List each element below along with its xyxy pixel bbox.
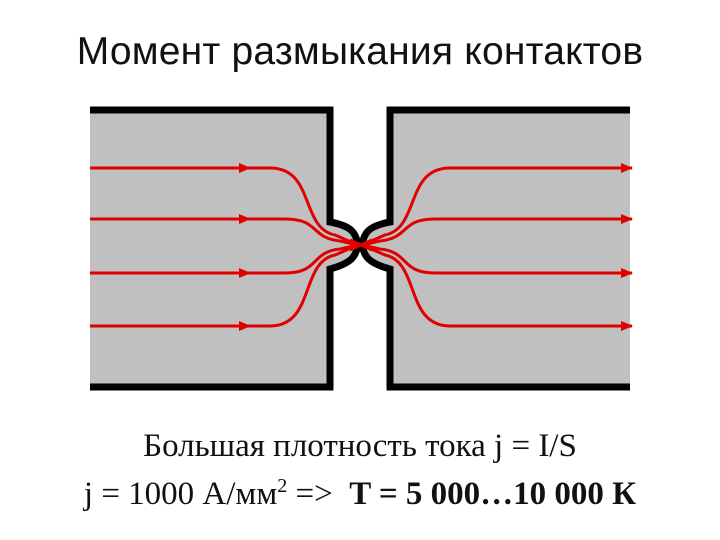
- caption-implies: =>: [287, 476, 341, 512]
- caption-temperature-value: T = 5 000…10 000 К: [349, 476, 637, 512]
- current-line-right-2: [361, 214, 633, 247]
- current-line-right-3: [361, 243, 633, 278]
- caption-exponent: 2: [277, 475, 288, 497]
- caption-temperature: j = 1000 А/мм2 => T = 5 000…10 000 К: [0, 475, 720, 513]
- current-line-right-1: [361, 163, 633, 247]
- caption-density-value: j = 1000 А/мм: [83, 476, 278, 512]
- current-lines-left: [90, 163, 359, 331]
- current-line-left-2-tail: [250, 217, 359, 247]
- current-line-left-4-tail: [250, 243, 359, 328]
- current-line-left-3-tail: [250, 243, 359, 275]
- right-contact: [362, 107, 630, 390]
- current-line-right-4: [361, 243, 633, 331]
- current-line-left-1-tail: [250, 166, 359, 247]
- caption-current-density: Большая плотность тока j = I/S: [143, 428, 577, 464]
- slide-title: Момент размыкания контактов: [76, 30, 644, 73]
- left-contact: [90, 107, 358, 390]
- current-lines-right: [361, 163, 633, 331]
